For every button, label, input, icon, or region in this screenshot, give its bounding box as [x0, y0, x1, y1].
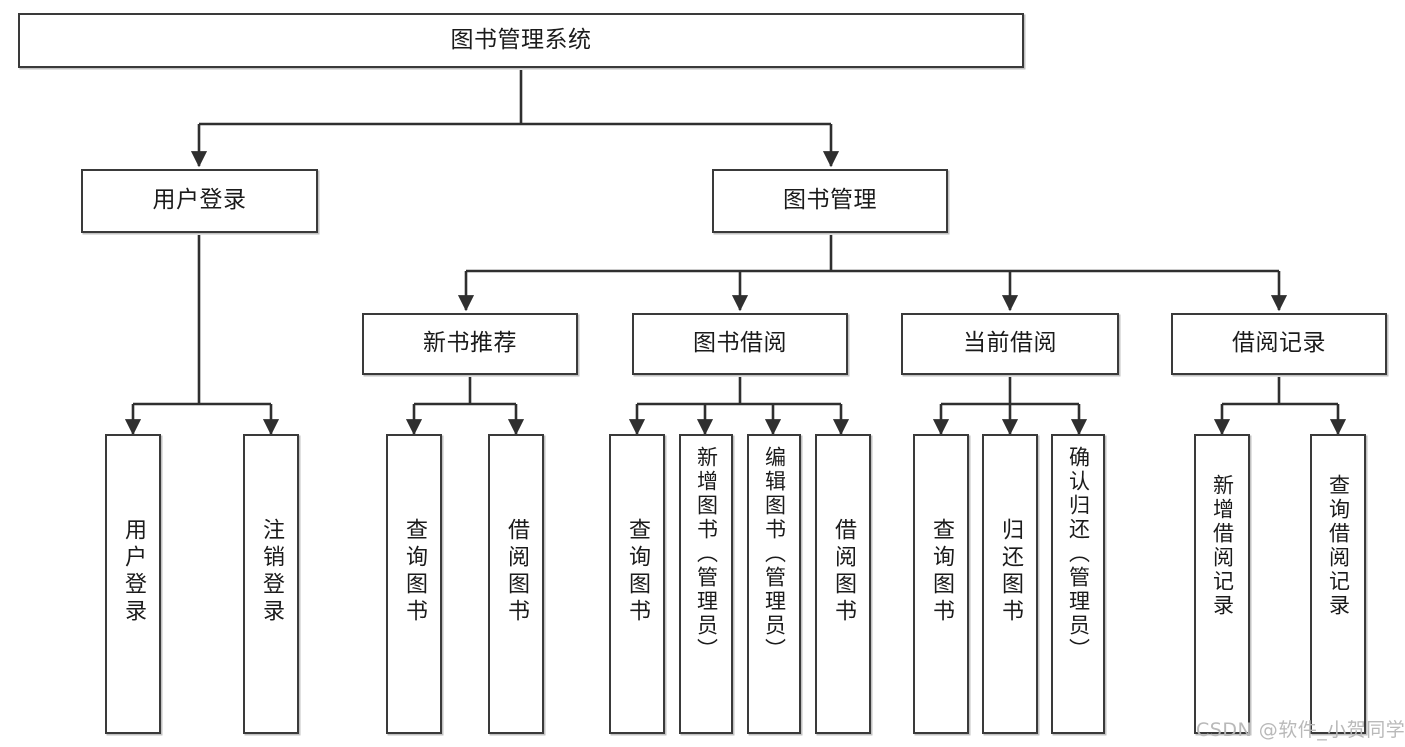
node-label: 图书借阅	[693, 330, 787, 357]
node-new-book-recommend[interactable]: 新书推荐	[362, 313, 578, 375]
node-label: 新增借阅记录	[1210, 474, 1235, 618]
node-book-borrow[interactable]: 图书借阅	[632, 313, 848, 375]
leaf-user-login[interactable]: 用户登录	[105, 434, 161, 734]
node-label: 注销登录	[259, 518, 284, 626]
leaf-add-borrow-record[interactable]: 新增借阅记录	[1194, 434, 1250, 734]
node-label: 归还图书	[998, 518, 1023, 626]
leaf-borrow-book-recommend[interactable]: 借阅图书	[488, 434, 544, 734]
node-borrow-record[interactable]: 借阅记录	[1171, 313, 1387, 375]
node-user-login[interactable]: 用户登录	[81, 169, 318, 233]
leaf-query-book-recommend[interactable]: 查询图书	[386, 434, 442, 734]
leaf-add-book-admin[interactable]: 新增图书（管理员）	[679, 434, 733, 734]
node-label: 用户登录	[152, 187, 247, 214]
node-label: 确认归还（管理员）	[1066, 446, 1091, 662]
node-label: 新增图书（管理员）	[694, 446, 719, 662]
node-label: 借阅图书	[831, 518, 856, 626]
node-label: 借阅记录	[1232, 330, 1326, 357]
leaf-query-borrow-record[interactable]: 查询借阅记录	[1310, 434, 1366, 734]
leaf-query-book-current[interactable]: 查询图书	[913, 434, 969, 734]
node-label: 图书管理系统	[450, 26, 592, 53]
leaf-return-book[interactable]: 归还图书	[982, 434, 1038, 734]
node-label: 图书管理	[783, 187, 877, 214]
node-label: 当前借阅	[963, 330, 1057, 357]
node-label: 查询图书	[929, 518, 954, 626]
csdn-watermark: CSDN @软件_小贺同学	[1196, 719, 1405, 741]
leaf-borrow-book[interactable]: 借阅图书	[815, 434, 871, 734]
leaf-logout[interactable]: 注销登录	[243, 434, 299, 734]
node-label: 用户登录	[121, 518, 146, 626]
leaf-edit-book-admin[interactable]: 编辑图书（管理员）	[747, 434, 801, 734]
leaf-confirm-return-admin[interactable]: 确认归还（管理员）	[1051, 434, 1105, 734]
node-label: 查询图书	[625, 518, 650, 626]
node-label: 查询借阅记录	[1326, 474, 1351, 618]
node-root-book-management-system[interactable]: 图书管理系统	[18, 13, 1024, 68]
node-label: 编辑图书（管理员）	[762, 446, 787, 662]
node-current-borrow[interactable]: 当前借阅	[901, 313, 1119, 375]
leaf-query-book-borrow[interactable]: 查询图书	[609, 434, 665, 734]
node-label: 查询图书	[402, 518, 427, 626]
node-book-management[interactable]: 图书管理	[712, 169, 948, 233]
node-label: 借阅图书	[504, 518, 529, 626]
node-label: 新书推荐	[423, 330, 517, 357]
